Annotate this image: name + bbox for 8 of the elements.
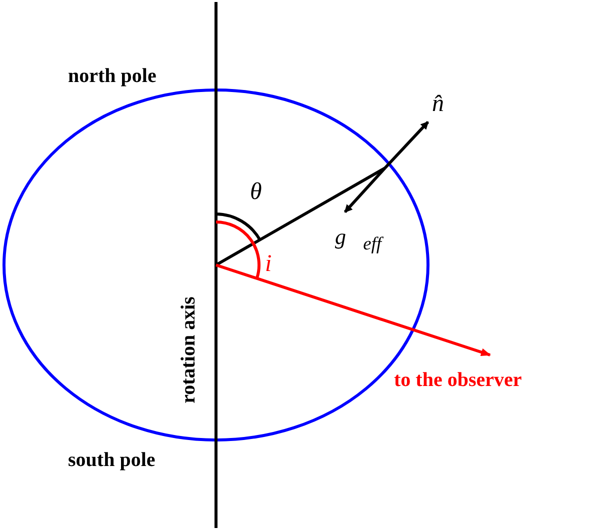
angle-label: θ: [250, 180, 262, 204]
angle-label: i: [265, 252, 272, 276]
pole-label: north pole: [68, 66, 156, 86]
axis-label: rotation axis: [178, 296, 198, 404]
pole-label: south pole: [68, 450, 156, 470]
math-label: n̂: [432, 92, 444, 116]
direction-label: to the observer: [394, 370, 522, 390]
math-label: g⃗$_{eff}$: [335, 226, 382, 253]
